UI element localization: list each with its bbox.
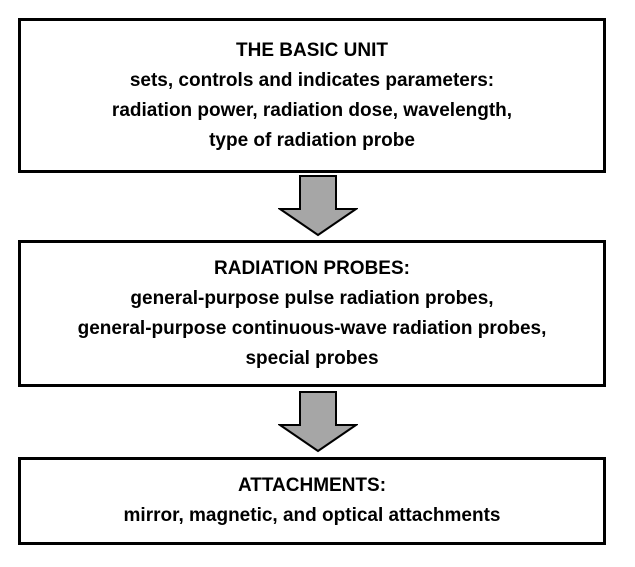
radiation-probes-line-2: general-purpose continuous-wave radiatio… <box>77 317 547 339</box>
radiation-probes-box: RADIATION PROBES: general-purpose pulse … <box>18 240 606 387</box>
basic-unit-title: THE BASIC UNIT <box>236 39 388 61</box>
basic-unit-line-3: type of radiation probe <box>209 129 415 151</box>
radiation-probes-line-1: general-purpose pulse radiation probes, <box>130 287 494 309</box>
down-arrow-icon <box>278 175 358 237</box>
attachments-line-1: mirror, magnetic, and optical attachment… <box>123 505 501 526</box>
down-arrow-icon <box>278 391 358 453</box>
basic-unit-line-2: radiation power, radiation dose, wavelen… <box>111 99 513 121</box>
attachments-box: ATTACHMENTS: mirror, magnetic, and optic… <box>18 457 606 545</box>
basic-unit-line-1: sets, controls and indicates parameters: <box>129 69 495 91</box>
attachments-title: ATTACHMENTS: <box>237 475 387 496</box>
radiation-probes-title: RADIATION PROBES: <box>214 257 410 279</box>
basic-unit-box: THE BASIC UNIT sets, controls and indica… <box>18 18 606 173</box>
radiation-probes-line-3: special probes <box>245 347 379 369</box>
